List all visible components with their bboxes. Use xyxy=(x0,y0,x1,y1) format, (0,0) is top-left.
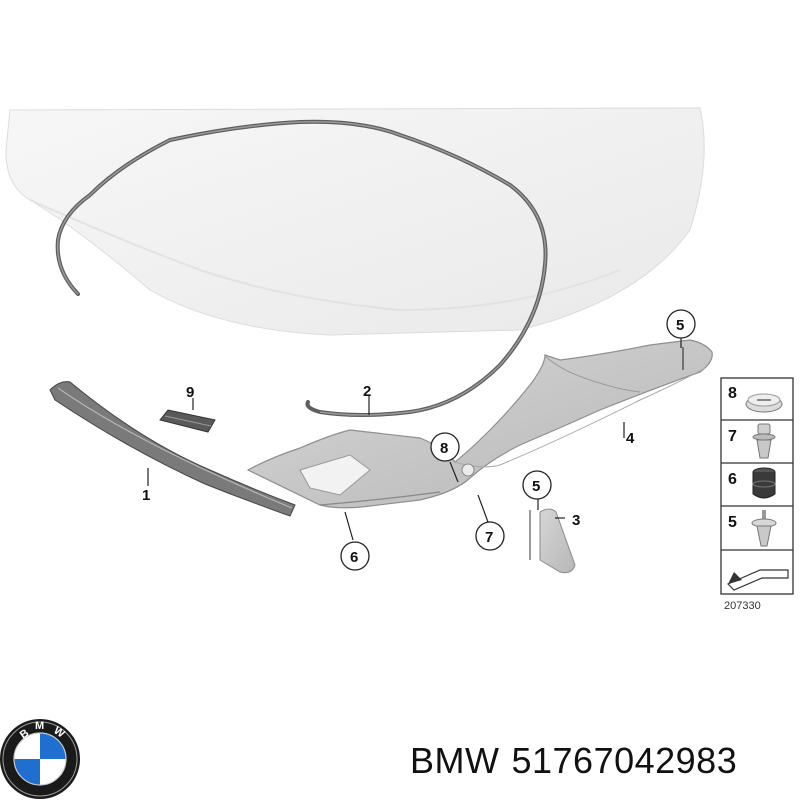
part-number: 51767042983 xyxy=(511,740,738,781)
callout-4: 4 xyxy=(626,430,635,447)
pad-part-9 xyxy=(159,409,216,433)
callout-6: 6 xyxy=(340,541,370,571)
legend-item-8: 8 xyxy=(728,385,737,402)
expansion-rivet-icon xyxy=(751,510,777,547)
legend-item-5: 5 xyxy=(728,514,737,531)
push-clip-icon xyxy=(752,423,776,459)
legend-item-7: 7 xyxy=(728,428,737,445)
callout-1: 1 xyxy=(142,487,150,504)
arrow-icon xyxy=(726,569,789,591)
fastener-legend: 8 7 6 5 207330 xyxy=(720,377,794,612)
brand-name: BMW xyxy=(410,740,500,781)
legend-item-6: 6 xyxy=(728,471,737,488)
bmw-logo: B M W xyxy=(0,719,80,799)
callout-2: 2 xyxy=(363,383,371,400)
front-strip-part-1 xyxy=(49,381,296,517)
callout-9: 9 xyxy=(186,384,194,401)
svg-text:5: 5 xyxy=(676,317,684,334)
callout-5-top: 5 xyxy=(666,309,696,339)
callouts: 1 9 2 4 3 5 8 5 7 6 xyxy=(142,309,696,571)
callout-8: 8 xyxy=(430,432,460,462)
bracket-part-3 xyxy=(529,508,576,574)
callout-3: 3 xyxy=(572,512,580,529)
trim-panel-parts-4-6-7 xyxy=(246,339,713,509)
hood-seal-part-2 xyxy=(55,119,548,417)
svg-text:M: M xyxy=(35,720,44,732)
figure-id: 207330 xyxy=(724,600,761,612)
svg-text:6: 6 xyxy=(350,549,358,566)
svg-text:5: 5 xyxy=(532,478,540,495)
part-caption: BMW 51767042983 xyxy=(410,740,749,782)
svg-text:7: 7 xyxy=(485,529,493,546)
leader-lines xyxy=(147,336,682,541)
grommet-icon xyxy=(752,467,776,499)
callout-7: 7 xyxy=(475,521,505,551)
callout-5-bottom: 5 xyxy=(522,470,552,500)
hood-panel xyxy=(5,107,705,336)
cap-plug-icon xyxy=(745,393,783,413)
svg-text:8: 8 xyxy=(440,440,448,457)
